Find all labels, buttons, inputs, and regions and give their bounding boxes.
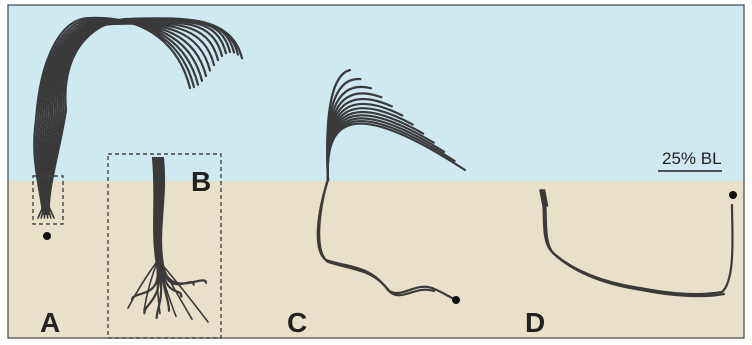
- panel-a-label: A: [40, 307, 60, 338]
- scale-bar-label: 25% BL: [662, 149, 722, 168]
- panel-d-reference-dot: [729, 191, 737, 199]
- panel-c-label: C: [287, 307, 307, 338]
- panel-c-reference-dot: [452, 296, 460, 304]
- panel-d-label: D: [525, 307, 545, 338]
- substrate-region: [8, 181, 744, 338]
- panel-a-reference-dot: [43, 232, 51, 240]
- panel-b-label: B: [191, 166, 211, 197]
